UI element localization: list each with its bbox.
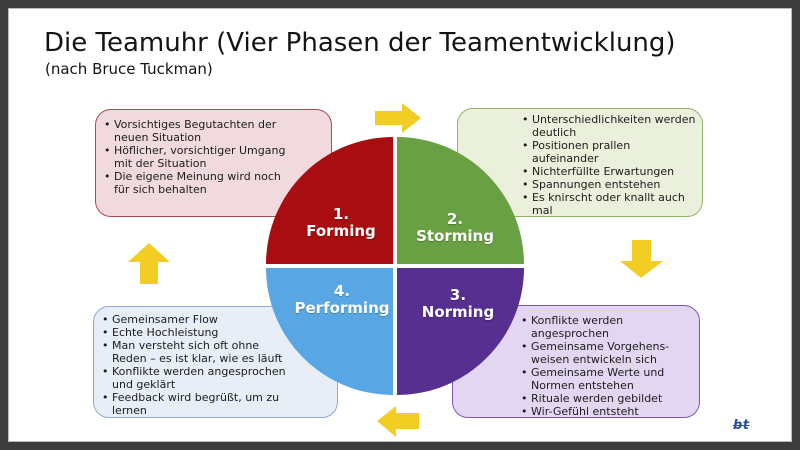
list-item: Es knirscht oder knallt auch mal xyxy=(522,191,698,217)
list-item: Positionen prallen aufeinander xyxy=(522,139,698,165)
arrow-left-icon xyxy=(377,406,419,437)
storming-label: 2. Storming xyxy=(395,211,515,245)
phase-number: 4. xyxy=(333,282,351,300)
page-subtitle: (nach Bruce Tuckman) xyxy=(45,60,213,78)
list-item: Konflikte werden angesprochen und geklär… xyxy=(102,365,331,391)
forming-notes-box: Vorsichtiges Begutachten der neuen Situa… xyxy=(95,109,332,217)
list-item: Spannungen entstehen xyxy=(522,178,698,191)
list-item: Wir-Gefühl entsteht xyxy=(521,405,695,418)
list-item: Man versteht sich oft ohne Reden – es is… xyxy=(102,339,331,365)
forming-notes-list: Vorsichtiges Begutachten der neuen Situa… xyxy=(96,110,331,196)
list-item: Vorsichtiges Begutachten der neuen Situa… xyxy=(104,118,325,144)
arrow-down-icon xyxy=(620,240,663,278)
list-item: Unterschiedlichkeiten werden deutlich xyxy=(522,113,698,139)
list-item: Gemeinsamer Flow xyxy=(102,313,331,326)
list-item: Feedback wird begrüßt, um zu lernen xyxy=(102,391,331,417)
norming-notes-list: Konflikte werden angesprochen Gemeinsame… xyxy=(453,306,699,418)
list-item: Konflikte werden angesprochen xyxy=(521,314,695,340)
performing-quadrant xyxy=(266,268,393,395)
phase-name: Forming xyxy=(306,222,376,240)
page-title: Die Teamuhr (Vier Phasen der Teamentwick… xyxy=(44,28,676,58)
phase-name: Storming xyxy=(416,227,494,245)
storming-notes-list: Unterschiedlichkeiten werden deutlich Po… xyxy=(458,109,702,217)
performing-notes-list: Gemeinsamer Flow Echte Hochleistung Man … xyxy=(94,307,337,417)
norming-label: 3. Norming xyxy=(398,287,518,321)
phase-number: 2. xyxy=(446,210,464,228)
phase-name: Performing xyxy=(294,299,390,317)
phase-number: 1. xyxy=(332,205,350,223)
norming-quadrant xyxy=(397,268,524,395)
arrow-up-icon xyxy=(128,243,170,284)
list-item: Rituale werden gebildet xyxy=(521,392,695,405)
bt-logo: bt xyxy=(733,418,750,433)
list-item: Gemeinsame Vorgehens- weisen entwickeln … xyxy=(521,340,695,366)
forming-label: 1. Forming xyxy=(281,206,401,240)
phase-name: Norming xyxy=(421,303,495,321)
list-item: Höflicher, vorsichtiger Umgang mit der S… xyxy=(104,144,325,170)
list-item: Echte Hochleistung xyxy=(102,326,331,339)
arrow-right-icon xyxy=(375,103,421,133)
forming-quadrant xyxy=(266,137,393,264)
storming-quadrant xyxy=(397,137,524,264)
list-item: Gemeinsame Werte und Normen entstehen xyxy=(521,366,695,392)
performing-label: 4. Performing xyxy=(282,283,402,317)
storming-notes-box: Unterschiedlichkeiten werden deutlich Po… xyxy=(457,108,703,217)
list-item: Nichterfüllte Erwartungen xyxy=(522,165,698,178)
phase-number: 3. xyxy=(449,286,467,304)
list-item: Die eigene Meinung wird noch für sich be… xyxy=(104,170,325,196)
